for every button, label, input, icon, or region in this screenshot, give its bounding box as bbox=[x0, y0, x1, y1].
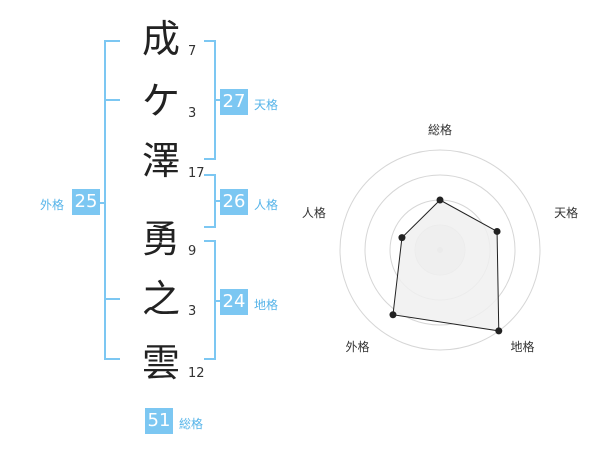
name-char-6: 雲 bbox=[141, 341, 180, 385]
gaikaku-bracket-line bbox=[104, 40, 106, 360]
radar-axis-label-5: 人格 bbox=[302, 205, 326, 220]
soukaku-value: 51 bbox=[145, 408, 173, 434]
tenkaku-label: 天格 bbox=[254, 98, 279, 112]
radar-axis-label-3: 地格 bbox=[511, 339, 535, 354]
jinkaku-bracket-top bbox=[204, 174, 216, 176]
jinkaku-bracket-bottom bbox=[204, 226, 216, 228]
gaikaku-bracket-connector bbox=[98, 202, 104, 204]
name-char-2: ケ bbox=[141, 79, 180, 123]
stroke-count-6: 12 bbox=[188, 366, 205, 381]
gaikaku-value: 25 bbox=[72, 189, 100, 215]
jinkaku-bracket-connector bbox=[216, 200, 222, 202]
chikaku-bracket-line bbox=[214, 240, 216, 360]
name-char-5: 之 bbox=[141, 277, 180, 321]
name-char-3: 澤 bbox=[141, 139, 180, 183]
stroke-count-1: 7 bbox=[188, 44, 197, 59]
stroke-count-5: 3 bbox=[188, 304, 197, 319]
jinkaku-value: 26 bbox=[220, 189, 248, 215]
soukaku-label: 総格 bbox=[179, 417, 204, 431]
radar-point-2 bbox=[493, 227, 501, 235]
chikaku-value: 24 bbox=[220, 289, 248, 315]
chikaku-bracket-connector bbox=[216, 300, 222, 302]
radar-point-4 bbox=[389, 311, 397, 319]
gaikaku-bracket-tick-2 bbox=[104, 298, 120, 300]
stroke-count-2: 3 bbox=[188, 106, 197, 121]
jinkaku-label: 人格 bbox=[254, 198, 279, 212]
radar-axis-label-1: 総格 bbox=[428, 122, 452, 137]
stroke-count-3: 17 bbox=[188, 166, 205, 181]
stroke-count-4: 9 bbox=[188, 244, 197, 259]
gaikaku-bracket-tick-1 bbox=[104, 99, 120, 101]
chikaku-bracket-bottom bbox=[204, 358, 216, 360]
name-char-4: 勇 bbox=[141, 217, 180, 261]
radar-axis-label-4: 外格 bbox=[345, 339, 369, 354]
gaikaku-bracket-top bbox=[104, 40, 120, 42]
radar-point-3 bbox=[495, 327, 503, 335]
gaikaku-label: 外格 bbox=[40, 198, 65, 212]
tenkaku-bracket-connector bbox=[216, 99, 222, 101]
tenkaku-bracket-top bbox=[204, 40, 216, 42]
chikaku-bracket-top bbox=[204, 240, 216, 242]
radar-point-5 bbox=[398, 234, 406, 242]
radar-point-1 bbox=[436, 196, 444, 204]
gaikaku-bracket-bottom bbox=[104, 358, 120, 360]
tenkaku-bracket-bottom bbox=[204, 158, 216, 160]
name-char-1: 成 bbox=[141, 17, 180, 61]
tenkaku-bracket-line bbox=[214, 40, 216, 160]
chikaku-label: 地格 bbox=[254, 298, 279, 312]
radar-data-polygon bbox=[392, 199, 500, 332]
tenkaku-value: 27 bbox=[220, 89, 248, 115]
jinkaku-bracket-line bbox=[214, 174, 216, 228]
radar-axis-label-2: 天格 bbox=[554, 205, 578, 220]
